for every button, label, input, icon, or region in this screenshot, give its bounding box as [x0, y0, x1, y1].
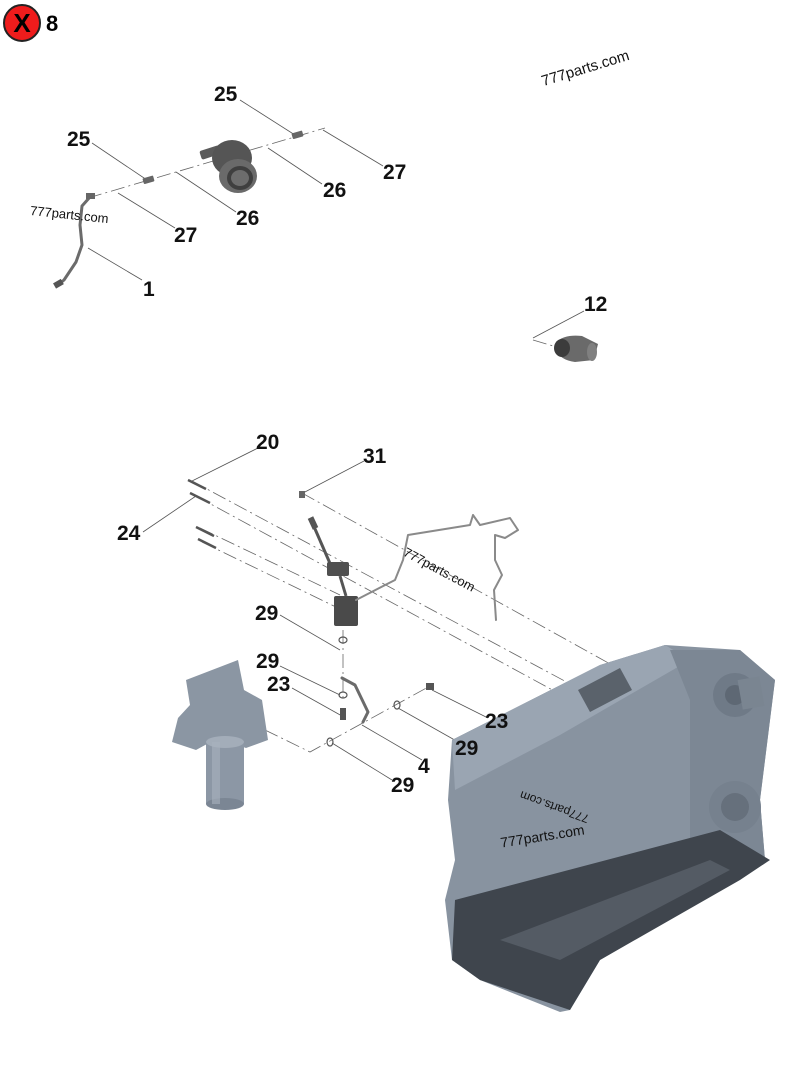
leader-1 — [87, 247, 143, 281]
throttle-body-part — [199, 140, 257, 193]
leader-12 — [532, 310, 585, 339]
callout-29-upper[interactable]: 29 — [255, 602, 279, 625]
callout-1[interactable]: 1 — [143, 278, 155, 301]
centerline-24 — [195, 495, 581, 706]
fitting-25-left — [142, 175, 155, 185]
fuel-line-top-fitting — [86, 193, 95, 199]
stud-24 — [189, 491, 211, 505]
bolt-23-right — [426, 683, 434, 690]
fitting-25-right — [291, 130, 304, 140]
leader-23-right — [431, 689, 489, 719]
fuel-line-elbow-part-4 — [340, 676, 370, 724]
o-ring-29-mid — [338, 691, 348, 699]
centerline — [87, 127, 326, 199]
callout-26-right[interactable]: 26 — [323, 179, 347, 202]
leader-26-left — [175, 171, 237, 213]
leader-26-right — [267, 147, 323, 185]
callout-4[interactable]: 4 — [418, 755, 430, 778]
leader-23-left — [291, 687, 343, 717]
stud-d — [197, 537, 217, 550]
leader-29-upper — [279, 614, 341, 651]
leader-25-right — [239, 99, 296, 136]
close-icon: X — [13, 8, 31, 38]
callout-29-right[interactable]: 29 — [455, 737, 479, 760]
elbow-centerline — [532, 339, 561, 349]
injector-assembly — [142, 447, 613, 706]
fuel-line-part — [56, 195, 92, 287]
injector-upper-part — [327, 562, 349, 576]
plug-31 — [299, 491, 305, 498]
o-ring-29-right — [393, 700, 401, 710]
page-number: 8 — [46, 11, 59, 36]
callout-27-right[interactable]: 27 — [383, 161, 407, 184]
leader-29-mid — [279, 665, 341, 696]
leader-29-right — [397, 707, 461, 744]
callout-24[interactable]: 24 — [117, 522, 141, 545]
leader-24 — [142, 495, 197, 533]
callout-29-mid[interactable]: 29 — [256, 650, 280, 673]
injector-lower-part — [334, 596, 358, 626]
centerline-stud-b — [201, 541, 339, 609]
bolt-23-left — [340, 708, 346, 720]
fuel-filter-part — [172, 660, 268, 810]
centerline-stud-a — [199, 527, 341, 596]
fuel-line-end-fitting — [53, 278, 64, 289]
o-ring-29-upper — [338, 636, 348, 644]
leader-4 — [361, 724, 423, 761]
callout-25-right[interactable]: 25 — [214, 83, 238, 106]
filter-centerline — [264, 685, 431, 753]
centerline-31 — [301, 492, 613, 666]
o-ring-29-lower — [326, 737, 334, 747]
engine-block-part — [445, 645, 775, 1012]
centerline-20 — [191, 480, 601, 701]
top-assembly — [53, 99, 384, 289]
injector-stem — [310, 521, 334, 569]
leader-20 — [191, 447, 259, 482]
callout-27-left[interactable]: 27 — [174, 224, 198, 247]
callout-31[interactable]: 31 — [363, 445, 387, 468]
elbow-assembly — [532, 310, 598, 362]
callout-23-left[interactable]: 23 — [267, 673, 291, 696]
leader-31 — [302, 460, 365, 494]
callout-29-lower[interactable]: 29 — [391, 774, 415, 797]
callout-12[interactable]: 12 — [584, 293, 608, 316]
fuel-pipe-part — [355, 514, 519, 621]
leader-27-right — [322, 129, 384, 167]
bolt-20 — [187, 478, 207, 491]
leader-25-left — [91, 142, 148, 181]
stud-c — [195, 525, 215, 538]
callout-20[interactable]: 20 — [256, 431, 280, 454]
elbow-connector-part — [554, 335, 598, 362]
close-button[interactable]: X — [3, 4, 41, 42]
leader-27-left — [117, 192, 176, 229]
callout-25-left[interactable]: 25 — [67, 128, 91, 151]
callout-23-right[interactable]: 23 — [485, 710, 509, 733]
filter-assembly — [172, 660, 489, 810]
callout-26-left[interactable]: 26 — [236, 207, 260, 230]
leader-29-lower — [331, 742, 393, 781]
